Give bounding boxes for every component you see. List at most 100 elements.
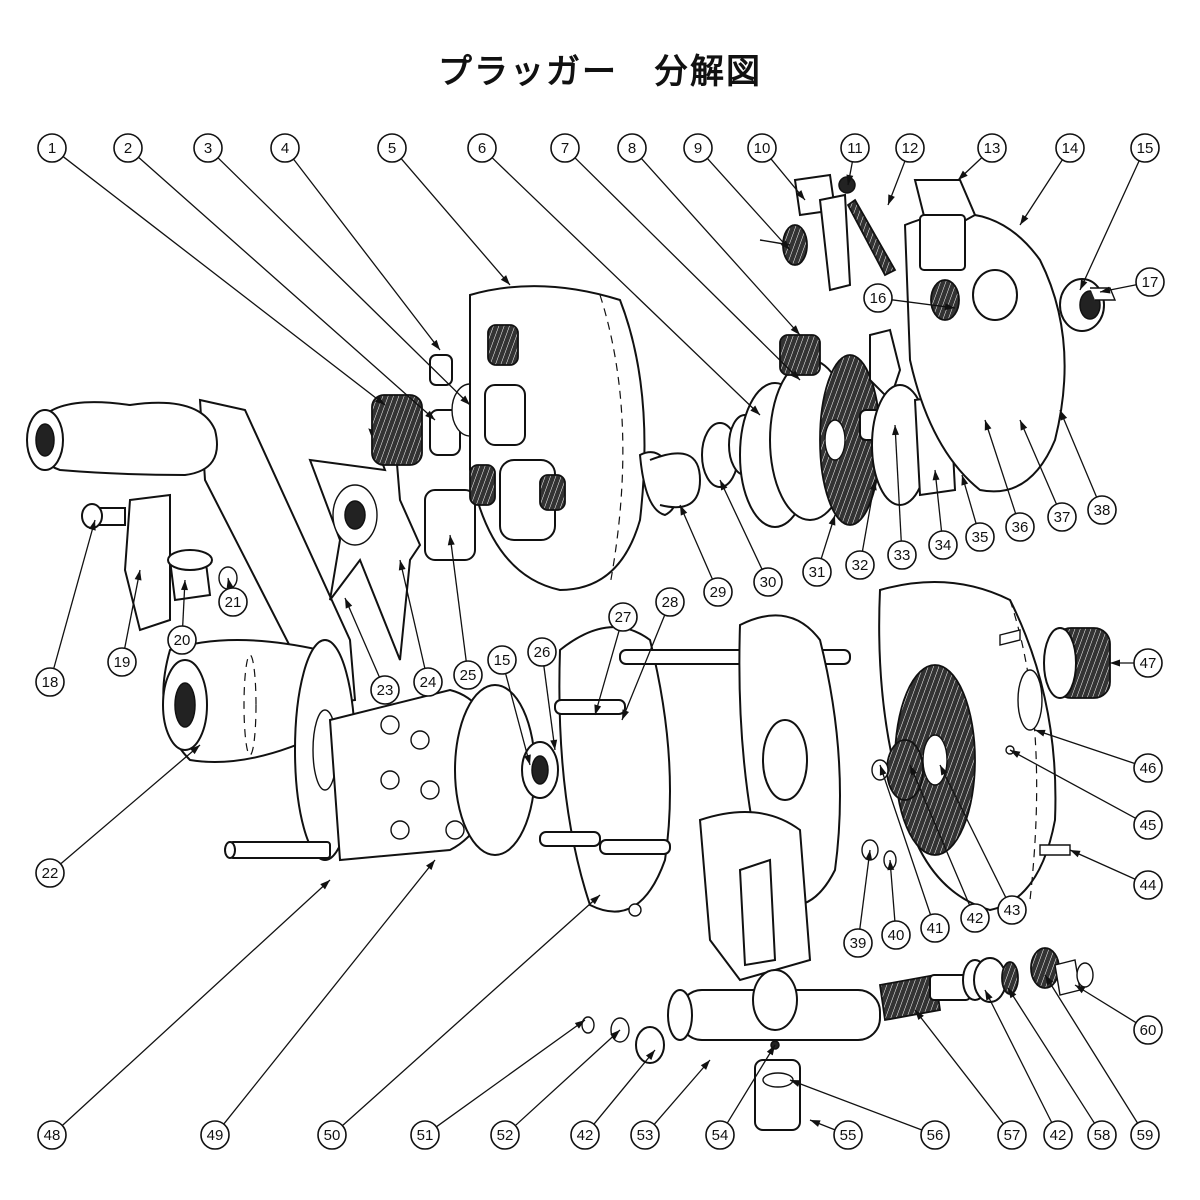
- leader-arrow-26: [550, 739, 558, 750]
- callout-number: 38: [1094, 502, 1111, 519]
- callout-number: 19: [114, 654, 131, 671]
- callout-circle: [683, 133, 713, 163]
- callout-number: 45: [1140, 817, 1157, 834]
- callout-circle: [863, 283, 893, 313]
- leader-arrow-25: [447, 535, 455, 546]
- callout-number: 32: [852, 557, 869, 574]
- leader-line-29: [679, 504, 713, 580]
- callout-number: 26: [534, 644, 551, 661]
- callout-circle: [840, 133, 870, 163]
- callout-circle: [370, 675, 400, 705]
- leader-arrow-53: [700, 1060, 710, 1070]
- leader-line-36: [984, 419, 1017, 514]
- callout-circle: [37, 133, 67, 163]
- leader-arrow-4: [431, 339, 440, 350]
- callout-circle: [527, 637, 557, 667]
- part-callout-24: 24: [413, 667, 443, 697]
- callout-number: 14: [1062, 140, 1079, 157]
- part-callout-29: 29: [703, 577, 733, 607]
- callout-circle: [1087, 495, 1117, 525]
- callout-number: 58: [1094, 1127, 1111, 1144]
- leader-arrow-50: [590, 895, 600, 905]
- leader-line-43: [939, 764, 1007, 898]
- part-callout-27: 27: [608, 602, 638, 632]
- callout-circle: [35, 858, 65, 888]
- leader-line-32: [861, 479, 876, 552]
- leader-line-57: [914, 1009, 1004, 1125]
- part-callout-20: 20: [167, 625, 197, 655]
- part-callout-44: 44: [1133, 870, 1163, 900]
- callout-number: 60: [1140, 1022, 1157, 1039]
- leader-line-59: [1044, 974, 1139, 1124]
- leader-arrow-17: [1100, 286, 1111, 294]
- leader-line-2: [138, 156, 436, 421]
- part-callout-5: 5: [377, 133, 407, 163]
- leader-line-45: [1009, 749, 1137, 819]
- leader-line-18: [53, 519, 96, 669]
- leader-arrow-2: [425, 410, 435, 420]
- callout-circle: [218, 587, 248, 617]
- part-callout-23: 23: [370, 675, 400, 705]
- leader-arrow-9: [780, 240, 790, 250]
- leader-arrow-54: [766, 1045, 775, 1056]
- leader-arrow-3: [460, 395, 470, 405]
- part-callout-36: 36: [1005, 512, 1035, 542]
- callout-circle: [107, 647, 137, 677]
- callout-circle: [960, 903, 990, 933]
- callout-number: 43: [1004, 902, 1021, 919]
- leader-line-56: [789, 1079, 923, 1131]
- part-callout-42: 42: [1043, 1120, 1073, 1150]
- callout-circle: [1005, 512, 1035, 542]
- callout-circle: [1133, 1015, 1163, 1045]
- part-callout-58: 58: [1087, 1120, 1117, 1150]
- part-callout-48: 48: [37, 1120, 67, 1150]
- part-callout-10: 10: [747, 133, 777, 163]
- callout-number: 27: [615, 609, 632, 626]
- callout-number: 15: [1137, 140, 1154, 157]
- leader-line-41: [879, 764, 932, 915]
- callout-circle: [550, 133, 580, 163]
- part-callout-55: 55: [833, 1120, 863, 1150]
- leader-line-50: [341, 894, 601, 1127]
- leader-arrow-42: [645, 1050, 655, 1060]
- callout-number: 56: [927, 1127, 944, 1144]
- part-callout-53: 53: [630, 1120, 660, 1150]
- leader-arrow-49: [426, 860, 435, 870]
- callout-circle: [608, 602, 638, 632]
- callout-circle: [1133, 870, 1163, 900]
- callout-circle: [703, 577, 733, 607]
- callout-number: 36: [1012, 519, 1029, 536]
- callout-number: 12: [902, 140, 919, 157]
- callout-number: 18: [42, 674, 59, 691]
- leader-arrow-48: [320, 880, 330, 890]
- callout-circle: [113, 133, 143, 163]
- callout-number: 13: [984, 140, 1001, 157]
- leader-line-25: [449, 534, 467, 662]
- leader-arrow-30: [720, 480, 728, 491]
- callout-number: 40: [888, 927, 905, 944]
- callout-number: 5: [388, 140, 396, 157]
- callout-circle: [1047, 502, 1077, 532]
- leader-arrow-46: [1035, 729, 1046, 737]
- leader-arrow-13: [958, 170, 968, 180]
- callout-circle: [167, 625, 197, 655]
- leader-arrow-10: [795, 190, 805, 200]
- leader-arrow-21: [226, 578, 234, 589]
- callout-number: 54: [712, 1127, 729, 1144]
- callout-circle: [1087, 1120, 1117, 1150]
- callout-circle: [410, 1120, 440, 1150]
- leader-arrow-28: [622, 709, 630, 720]
- click-mechanism: [759, 173, 960, 321]
- leader-arrow-14: [1020, 214, 1029, 225]
- callout-circle: [1133, 810, 1163, 840]
- callout-number: 2: [124, 140, 132, 157]
- leader-arrow-27: [594, 704, 602, 715]
- leader-line-19: [124, 569, 141, 649]
- leader-arrow-12: [888, 194, 895, 205]
- part-callout-7: 7: [550, 133, 580, 163]
- leader-arrow-29: [680, 505, 688, 516]
- callout-circle: [1130, 1120, 1160, 1150]
- callout-circle: [1133, 753, 1163, 783]
- leader-arrow-58: [1008, 988, 1017, 999]
